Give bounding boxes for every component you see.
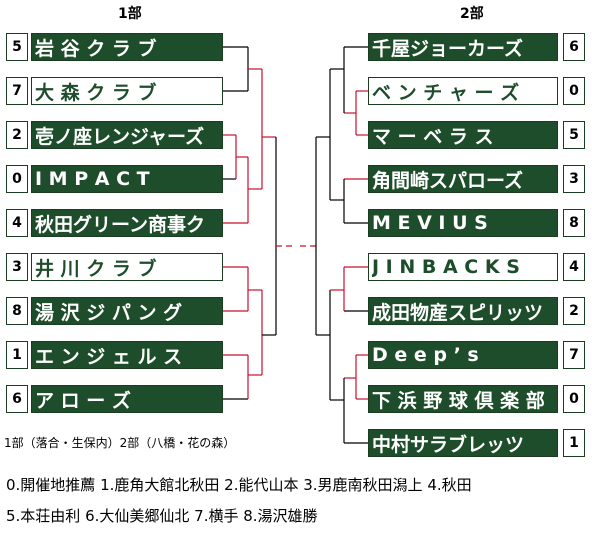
div1-team-name: I M P A C T <box>35 168 150 190</box>
div2-team-name-box: D e e p ’ s <box>368 341 558 369</box>
div2-team-name: 下 浜 野 球 倶 楽 部 <box>372 389 545 412</box>
div1-team-name-box: 大 森 ク ラ ブ <box>31 77 223 105</box>
div1-team-name: エ ン ジ ェ ル ス <box>35 345 183 368</box>
div1-team-name: 大 森 ク ラ ブ <box>35 81 157 104</box>
div2-team-name-box: ベ ン チ ャ ー ズ <box>368 77 558 105</box>
div1-team-name-box: 井 川 ク ラ ブ <box>31 253 223 281</box>
div1-team-seed: 3 <box>6 253 28 281</box>
div1-team-name: ア ロ ー ズ <box>35 389 131 412</box>
region-code-legend-line-2: 5.本荘由利 6.大仙美郷仙北 7.横手 8.湯沢雄勝 <box>6 507 318 525</box>
div2-team-seed: 3 <box>563 165 585 193</box>
div1-team-name-box: エ ン ジ ェ ル ス <box>31 341 223 369</box>
div2-team-seed: 5 <box>563 121 585 149</box>
div1-team-name-box: 秋田グリーン商事ク <box>31 209 223 237</box>
div2-team-name-box: M E V I U S <box>368 209 558 237</box>
region-code-legend-line-1: 0.開催地推薦 1.鹿角大館北秋田 2.能代山本 3.男鹿南秋田潟上 4.秋田 <box>6 476 472 494</box>
div2-team-name: D e e p ’ s <box>372 344 479 366</box>
div2-team-seed: 6 <box>563 33 585 61</box>
div1-team-name: 秋田グリーン商事ク <box>35 213 206 236</box>
div2-team-seed: 0 <box>563 77 585 105</box>
div2-team-seed: 1 <box>563 429 585 457</box>
div1-team-seed: 7 <box>6 77 28 105</box>
div2-team-name: M E V I U S <box>372 212 488 234</box>
div2-team-name-box: 千屋ジョーカーズ <box>368 33 558 61</box>
div2-team-name-box: 角間崎スパローズ <box>368 165 558 193</box>
venue-note: 1部（落合・生保内）2部（八橋・花の森） <box>4 436 236 450</box>
div1-team-seed: 4 <box>6 209 28 237</box>
div2-team-name-box: マ ー ベ ラ ス <box>368 121 558 149</box>
div2-team-name-box: 成田物産スピリッツ <box>368 297 558 325</box>
div1-team-name: 湯 沢 ジ パ ン グ <box>35 301 183 324</box>
div1-team-name-box: 湯 沢 ジ パ ン グ <box>31 297 223 325</box>
div2-team-name-box: 中村サラブレッツ <box>368 429 558 457</box>
div2-team-seed: 2 <box>563 297 585 325</box>
div2-team-name-box: J I N B A C K S <box>368 253 558 281</box>
div2-team-name: ベ ン チ ャ ー ズ <box>372 81 520 104</box>
div2-team-seed: 4 <box>563 253 585 281</box>
div2-team-seed: 7 <box>563 341 585 369</box>
div2-team-name: 角間崎スパローズ <box>372 169 524 192</box>
div1-team-seed: 8 <box>6 297 28 325</box>
div2-team-name-box: 下 浜 野 球 倶 楽 部 <box>368 385 558 413</box>
div2-team-seed: 8 <box>563 209 585 237</box>
div2-team-name: J I N B A C K S <box>372 256 520 278</box>
div2-team-name: 千屋ジョーカーズ <box>372 37 524 60</box>
div2-team-seed: 0 <box>563 385 585 413</box>
division-1-header: 1部 <box>118 6 142 22</box>
div1-team-name: 壱ノ座レンジャーズ <box>35 125 205 148</box>
div2-team-name: マ ー ベ ラ ス <box>372 125 494 148</box>
div2-team-name: 中村サラブレッツ <box>372 433 525 456</box>
div1-team-seed: 1 <box>6 341 28 369</box>
div1-team-name-box: 壱ノ座レンジャーズ <box>31 121 223 149</box>
div1-team-seed: 0 <box>6 165 28 193</box>
div1-team-name: 岩 谷 ク ラ ブ <box>35 37 157 60</box>
division-2-header: 2部 <box>460 6 484 22</box>
div2-team-name: 成田物産スピリッツ <box>372 301 544 324</box>
div1-team-seed: 6 <box>6 385 28 413</box>
div1-team-name: 井 川 ク ラ ブ <box>35 257 157 280</box>
div1-team-name-box: ア ロ ー ズ <box>31 385 223 413</box>
div1-team-name-box: 岩 谷 ク ラ ブ <box>31 33 223 61</box>
div1-team-seed: 2 <box>6 121 28 149</box>
div1-team-name-box: I M P A C T <box>31 165 223 193</box>
div1-team-seed: 5 <box>6 33 28 61</box>
